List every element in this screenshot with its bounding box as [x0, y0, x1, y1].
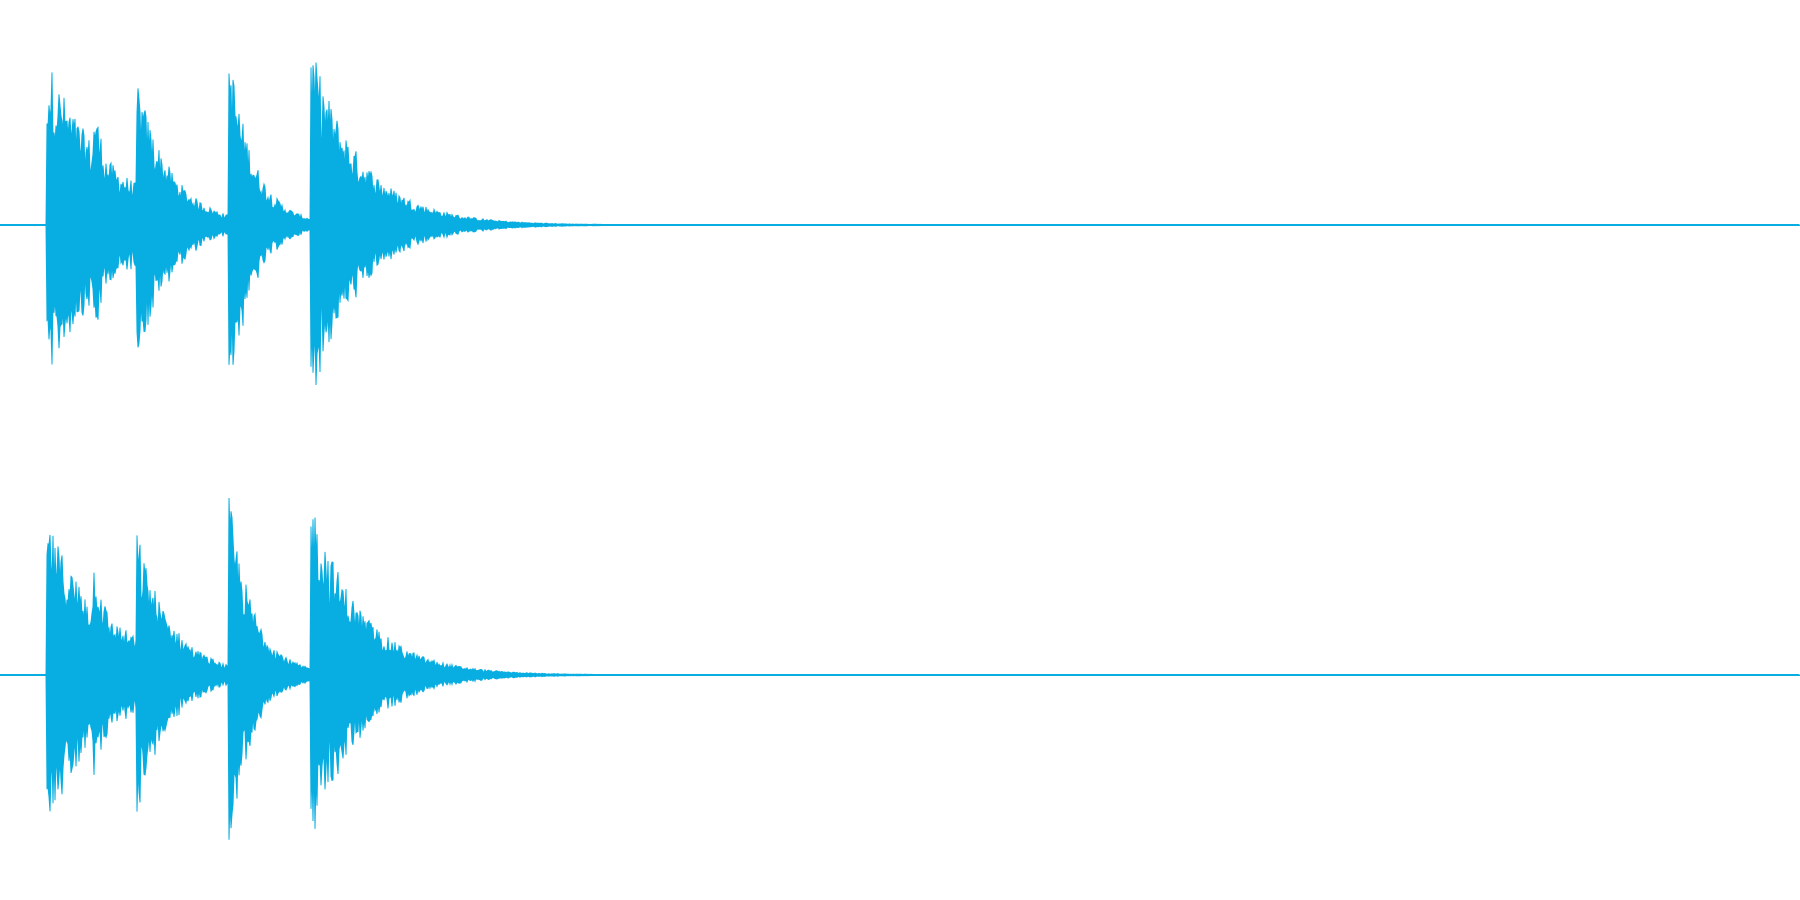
channel-right-waveform: [0, 497, 1800, 840]
channel-left: [0, 62, 1800, 386]
channel-left-svg: [0, 62, 1800, 386]
channel-right-svg: [0, 497, 1800, 840]
channel-left-waveform: [0, 62, 1800, 386]
channel-right: [0, 450, 1800, 900]
